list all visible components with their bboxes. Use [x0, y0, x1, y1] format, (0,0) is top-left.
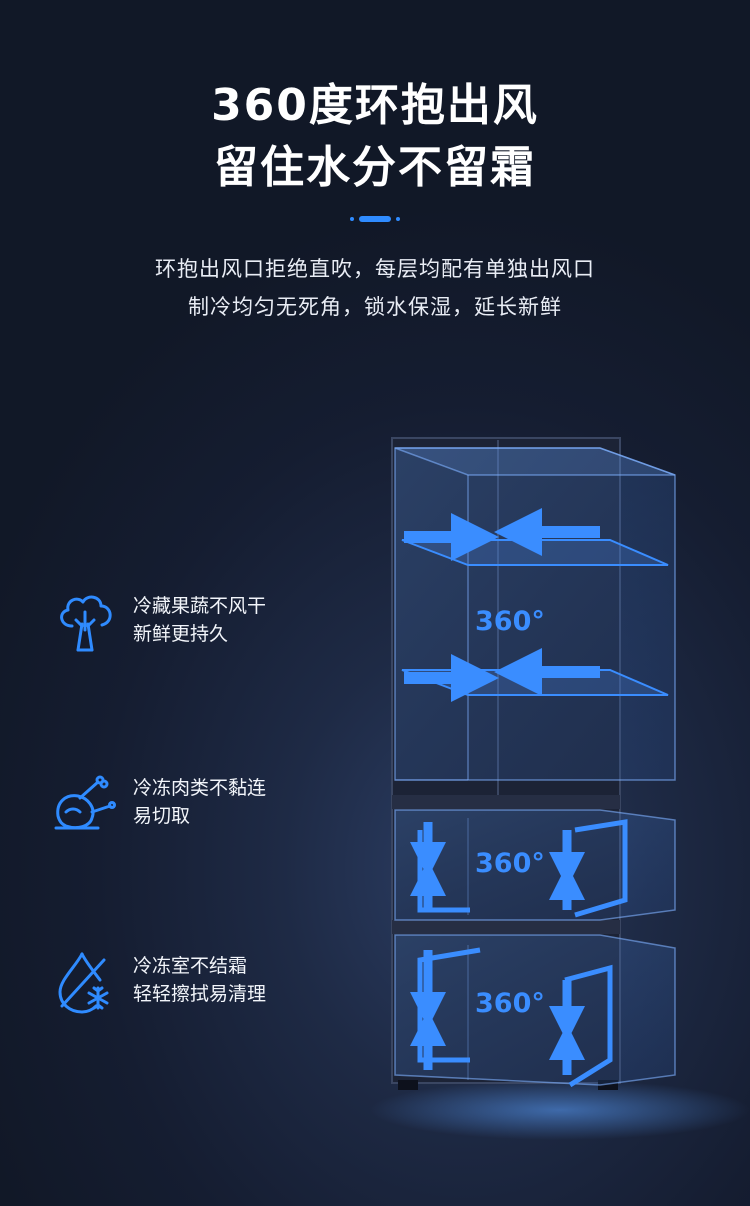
feature-line: 轻轻擦拭易清理 — [133, 983, 267, 1005]
fridge-illustration: 360° 360° 360° — [370, 437, 750, 1140]
feature-line: 易切取 — [133, 805, 191, 827]
roast-chicken-icon — [54, 775, 116, 830]
headline-line-1: 360度环抱出风 — [211, 80, 539, 131]
bottom-360-label: 360° — [475, 988, 545, 1019]
feature-freezer-frost: 冷冻室不结霜 轻轻擦拭易清理 — [52, 950, 332, 1020]
feature-line: 冷藏果蔬不风干 — [133, 595, 267, 617]
feature-line: 冷冻肉类不黏连 — [133, 777, 267, 799]
title-divider — [350, 216, 400, 222]
floor-glow — [370, 1080, 750, 1140]
description-line-1: 环抱出风口拒绝直吹，每层均配有单独出风口 — [155, 257, 595, 281]
feature-line: 新鲜更持久 — [133, 623, 229, 645]
headline-line-2: 留住水分不留霜 — [214, 142, 536, 193]
droplet-snowflake-icon — [58, 952, 109, 1014]
description-line-2: 制冷均匀无死角，锁水保湿，延长新鲜 — [188, 295, 562, 319]
feature-fridge-produce: 冷藏果蔬不风干 新鲜更持久 — [52, 590, 332, 660]
broccoli-icon — [60, 595, 112, 652]
fridge-top-compartment: 360° — [394, 447, 676, 781]
fridge-middle-compartment: 360° — [394, 809, 676, 921]
fridge-bottom-compartment: 360° — [394, 934, 676, 1088]
feature-freezer-meat: 冷冻肉类不黏连 易切取 — [52, 772, 332, 842]
top-360-label: 360° — [475, 606, 545, 637]
feature-line: 冷冻室不结霜 — [133, 955, 248, 977]
middle-360-label: 360° — [475, 848, 545, 879]
